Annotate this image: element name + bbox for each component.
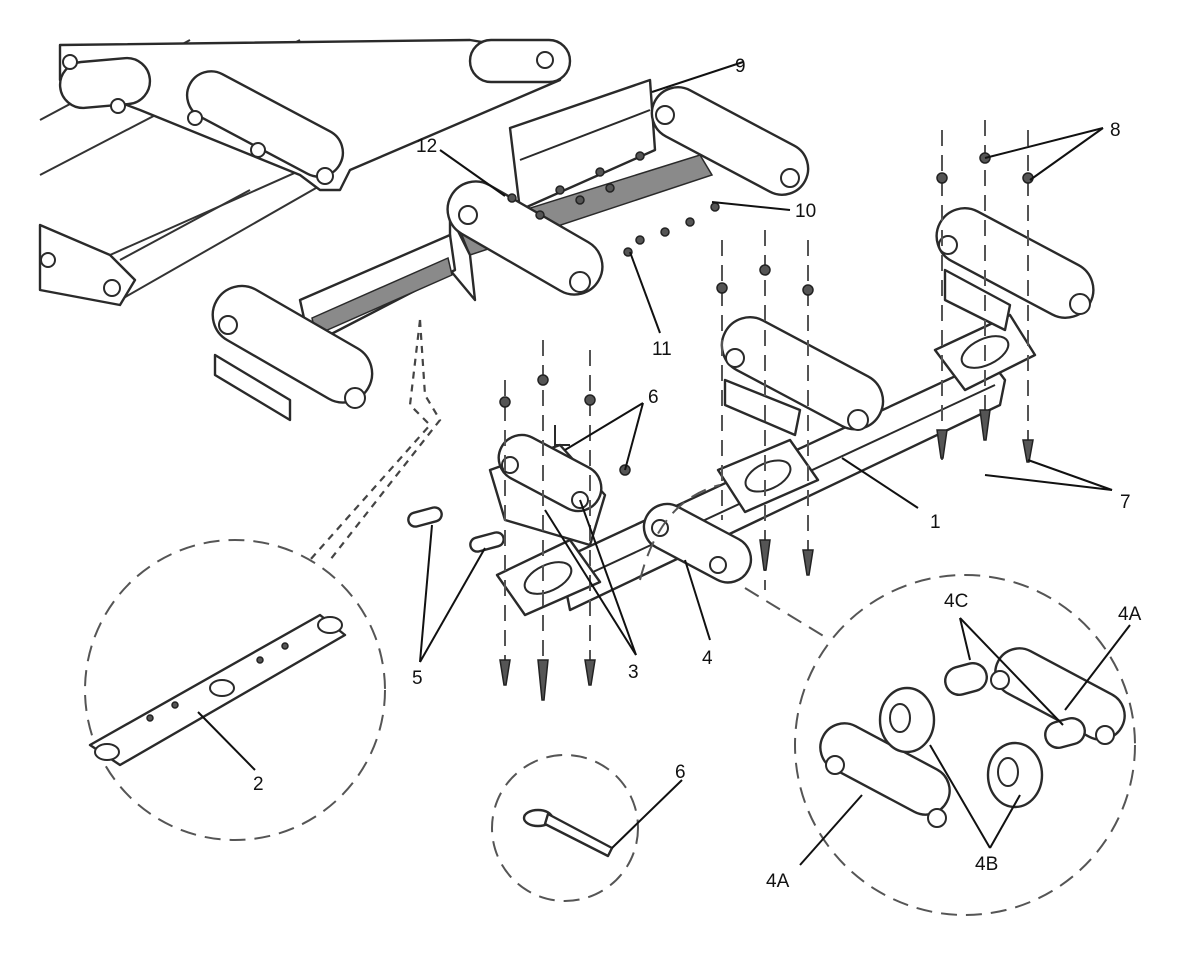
middle-chain-links [720, 316, 885, 437]
callout-10: 10 [795, 201, 816, 222]
bolts-left-group [499, 340, 596, 701]
callout-4: 4 [702, 648, 713, 669]
callout-6-main: 6 [648, 387, 659, 408]
bolts-right-group [936, 120, 1034, 463]
callout-12: 12 [416, 136, 437, 157]
detail-circle-6 [491, 754, 639, 902]
callout-1: 1 [930, 512, 941, 533]
bolts-10-11-12 [507, 183, 720, 257]
callout-4b: 4B [975, 854, 998, 875]
callout-2: 2 [253, 774, 264, 795]
pins-5 [407, 506, 505, 553]
callout-8: 8 [1110, 120, 1121, 141]
callout-5: 5 [412, 668, 423, 689]
background-chain-assembly [38, 38, 572, 307]
detail-circle-2 [84, 539, 386, 841]
detail-circle-4 [639, 484, 1136, 916]
bolts-middle-group [716, 230, 814, 590]
leader-lines [197, 61, 1131, 866]
callout-11: 11 [652, 339, 672, 360]
callout-9: 9 [735, 56, 746, 77]
callout-4c: 4C [944, 591, 968, 612]
callout-7: 7 [1120, 492, 1131, 513]
pin-2-leader-path [309, 319, 442, 561]
callout-labels: 1 2 3 4 4A 4A 4B 4C 5 6 6 7 8 9 10 11 12 [253, 56, 1142, 892]
callout-6-detail: 6 [675, 762, 686, 783]
bracket-3 [488, 433, 607, 547]
right-chain-links [935, 207, 1095, 332]
callout-4a-bottom: 4A [766, 871, 790, 892]
callout-3: 3 [628, 662, 639, 683]
upper-bracket-assembly [211, 78, 810, 422]
callout-4a-top: 4A [1118, 604, 1142, 625]
